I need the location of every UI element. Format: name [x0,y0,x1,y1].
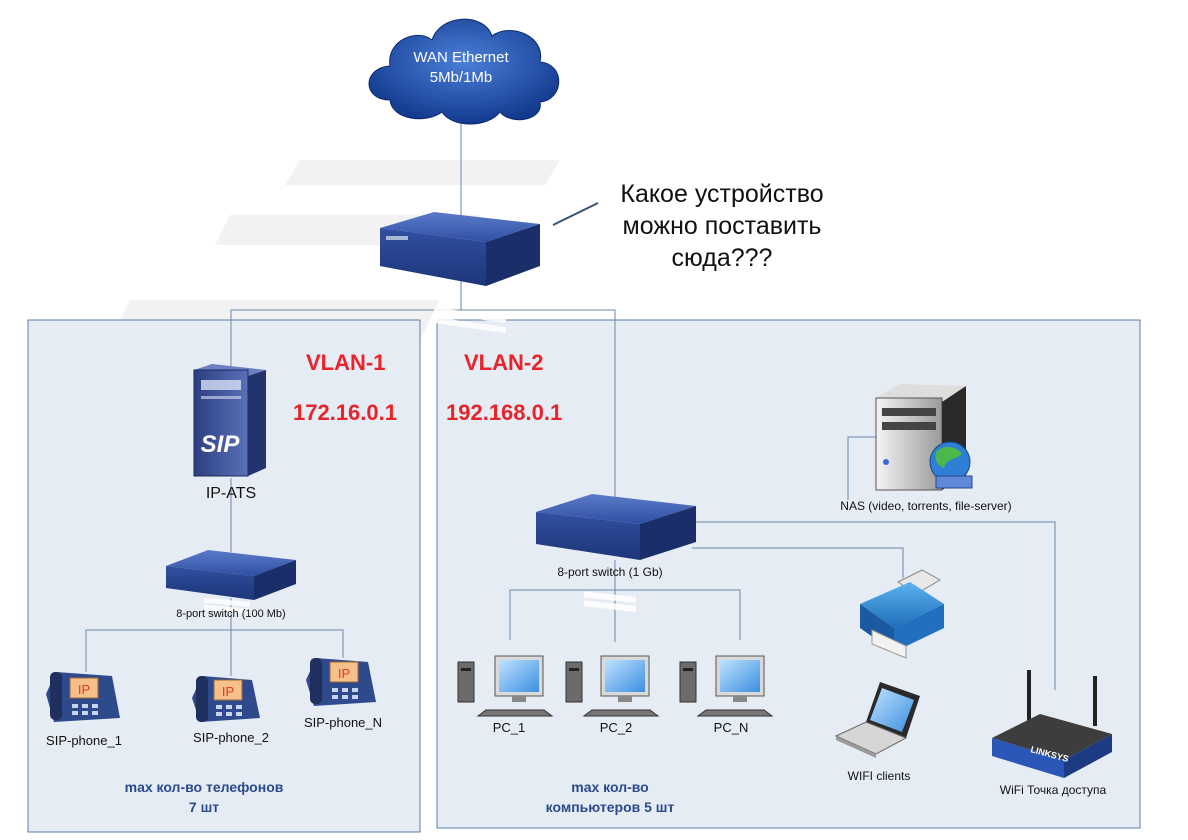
wifi-ap-label: WiFi Точка доступа [1000,783,1107,797]
pc-n-label: PC_N [714,720,749,735]
vlan2-switch-label: 8-port switch (1 Gb) [557,565,662,579]
sip-phone-1-icon: IP [46,672,120,722]
vlan1-note-line1: max кол-во телефонов [125,779,284,795]
vlan2-note-line2: компьютеров 5 шт [546,799,675,815]
question-pointer [552,202,599,226]
pc-n-icon [679,655,774,717]
sip-phone-2-badge: IP [222,684,234,699]
question-line3: сюда??? [672,244,773,272]
sip-phone-1-label: SIP-phone_1 [46,733,122,748]
question-line1: Какое устройство [620,180,823,208]
ats-logo-text: SIP [201,431,241,458]
ip-ats-server-icon: SIP [193,364,266,477]
vlan2-switch-icon [536,494,696,612]
wifi-router-icon: LINKSYS [992,670,1112,778]
vlan1-switch-label: 8-port switch (100 Mb) [176,608,285,620]
pc-1-label: PC_1 [493,720,526,735]
pc-2-icon [565,655,660,717]
wan-label-line2: 5Mb/1Mb [430,69,493,86]
ip-ats-label: IP-ATS [206,485,256,502]
sip-phone-2-icon: IP [192,676,260,722]
main-switch-icon [380,212,540,334]
sip-phone-1-badge: IP [78,682,90,697]
vlan2-ip: 192.168.0.1 [446,400,562,425]
vlan1-note-line2: 7 шт [189,799,219,815]
sip-phone-2-label: SIP-phone_2 [193,730,269,745]
wifi-client-laptop-icon [834,682,920,758]
nas-label: NAS (video, torrents, file-server) [840,499,1011,513]
printer-icon [860,569,944,659]
sip-phone-n-badge: IP [338,666,350,681]
vlan2-name: VLAN-2 [464,350,543,375]
pc-1-icon [457,655,554,717]
wan-label-line1: WAN Ethernet [413,49,509,66]
vlan1-switch-icon [166,550,296,614]
vlan1-name: VLAN-1 [306,350,385,375]
nas-server-icon [875,384,973,491]
question-line2: можно поставить [623,212,822,240]
wifi-clients-label: WIFI clients [848,769,911,783]
vlan1-ip: 172.16.0.1 [293,400,397,425]
vlan2-note-line1: max кол-во [571,779,648,795]
sip-phone-n-label: SIP-phone_N [304,715,382,730]
wan-cloud-icon [368,18,560,125]
pc-2-label: PC_2 [600,720,633,735]
sip-phone-n-icon: IP [306,658,376,706]
